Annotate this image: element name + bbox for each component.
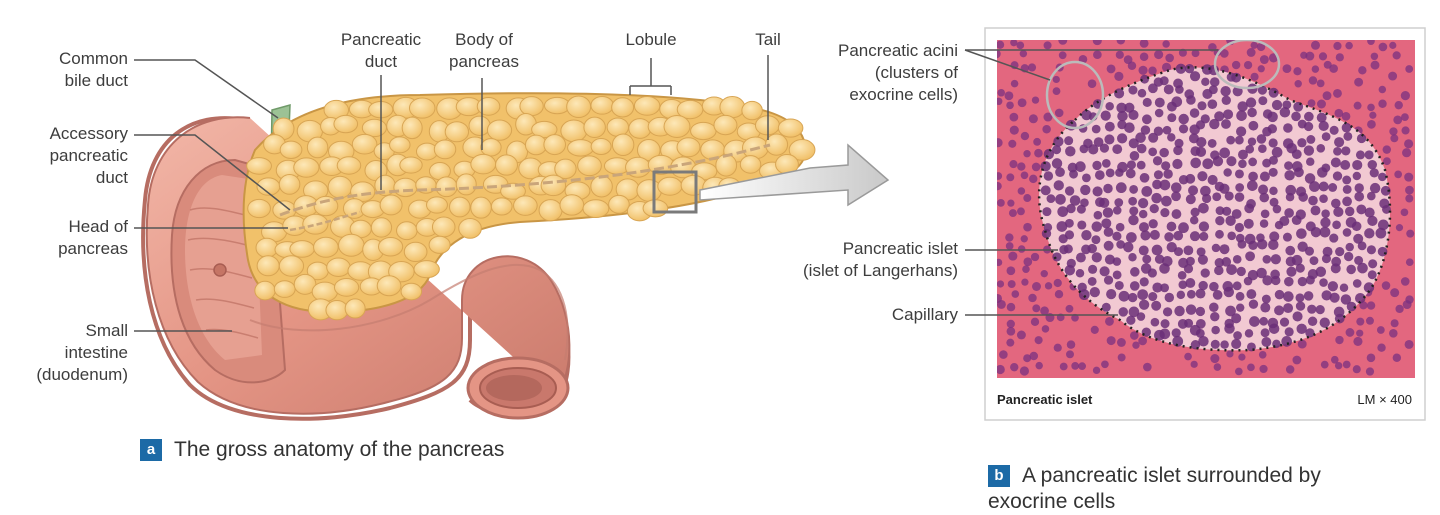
label-pancreatic-acini: Pancreatic acini (clusters of exocrine c… <box>790 40 958 106</box>
label-body-of-pancreas: Body of pancreas <box>430 29 538 73</box>
caption-a: a The gross anatomy of the pancreas <box>140 437 504 463</box>
caption-a-letter: a <box>140 439 162 461</box>
label-head-of-pancreas: Head of pancreas <box>20 216 128 260</box>
label-common-bile-duct: Common bile duct <box>20 48 128 92</box>
magnification-label: LM × 400 <box>1300 392 1412 407</box>
caption-a-text: The gross anatomy of the pancreas <box>174 438 504 461</box>
label-pancreatic-islet: Pancreatic islet (islet of Langerhans) <box>760 238 958 282</box>
micrograph-photo <box>992 36 1415 378</box>
caption-b-letter: b <box>988 465 1010 487</box>
caption-b-text: A pancreatic islet surrounded by exocrin… <box>988 464 1321 513</box>
anatomy-illustration <box>0 0 1440 478</box>
label-capillary: Capillary <box>820 304 958 326</box>
label-pancreatic-duct: Pancreatic duct <box>326 29 436 73</box>
label-lobule: Lobule <box>606 29 696 51</box>
photo-title: Pancreatic islet <box>997 392 1092 407</box>
label-tail: Tail <box>738 29 798 51</box>
label-accessory-pancreatic-duct: Accessory pancreatic duct <box>10 123 128 189</box>
label-small-intestine: Small intestine (duodenum) <box>6 320 128 386</box>
